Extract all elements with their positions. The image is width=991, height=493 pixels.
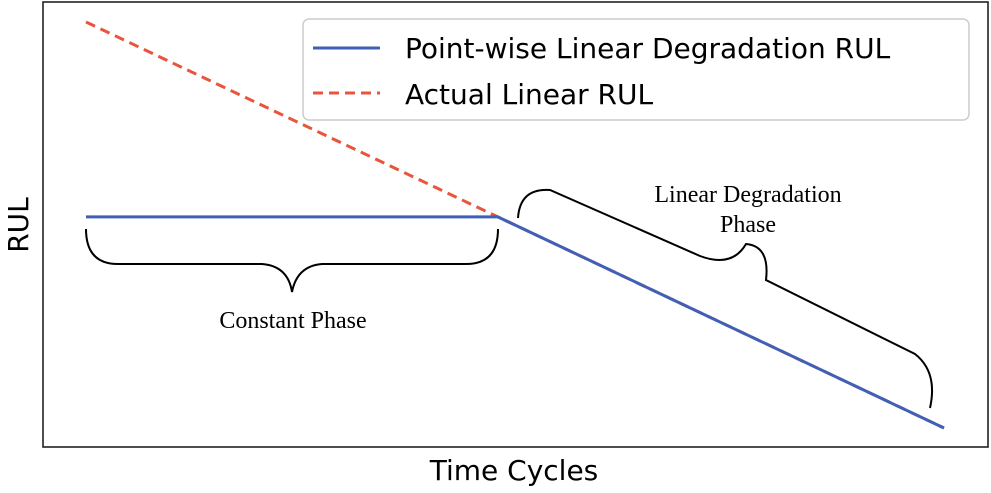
legend-label-actual: Actual Linear RUL	[405, 78, 653, 111]
linear-phase-brace	[517, 188, 934, 409]
constant-phase-label: Constant Phase	[219, 308, 366, 334]
y-axis-label: RUL	[2, 197, 35, 253]
series-point-wise-linear-degradation-rul	[86, 215, 945, 430]
x-axis-label: Time Cycles	[429, 454, 599, 487]
constant-phase-brace	[85, 228, 499, 293]
plot-frame	[42, 1, 989, 448]
annotation-line: Linear Degradation	[654, 182, 841, 208]
legend: Point-wise Linear Degradation RUL Actual…	[302, 18, 970, 121]
legend-box	[302, 18, 970, 121]
legend-label-pointwise: Point-wise Linear Degradation RUL	[405, 32, 891, 65]
annotation-line: Phase	[720, 212, 776, 238]
annotation-line: Constant Phase	[219, 308, 366, 334]
